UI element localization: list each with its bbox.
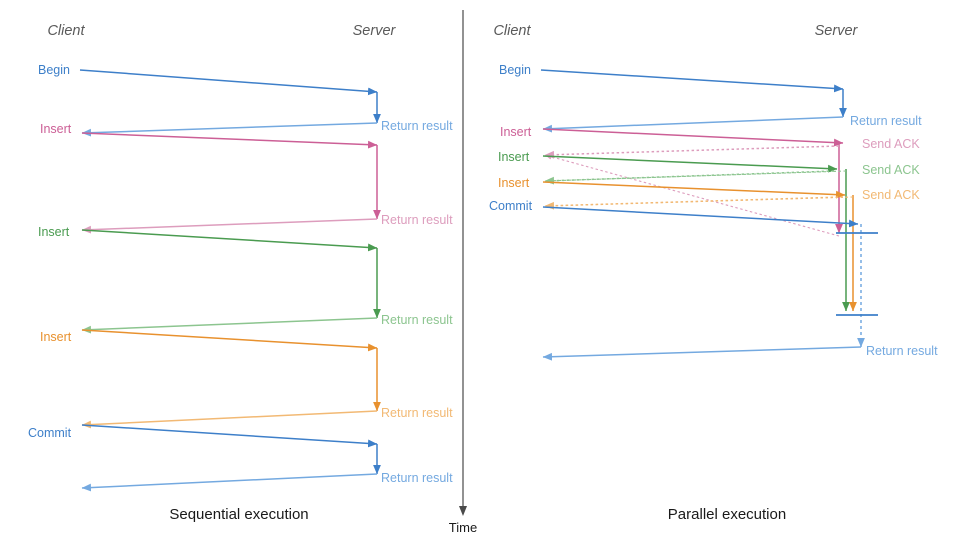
ack-dotted-dot-pink <box>544 153 840 237</box>
message-label-insert1: Insert <box>40 122 72 136</box>
message-arrow-commit <box>542 206 859 228</box>
message-arrow-insert1 <box>542 128 844 147</box>
message-label-insert3-ack: Send ACK <box>862 188 920 202</box>
message-label-insert1: Insert <box>500 125 532 139</box>
message-label-insert2-return: Return result <box>381 313 453 327</box>
message-label-commit-return: Return result <box>381 471 453 485</box>
message-label-begin: Begin <box>499 63 531 77</box>
message-label-insert3: Insert <box>498 176 530 190</box>
message-arrow-insert3-ack <box>544 196 844 210</box>
panel-caption-parallel: Parallel execution <box>668 506 786 523</box>
message-label-insert1-return: Return result <box>381 213 453 227</box>
message-label-commit: Commit <box>489 199 533 213</box>
message-label-begin: Begin <box>38 63 70 77</box>
message-arrow-begin <box>540 69 844 93</box>
message-arrow-insert1 <box>81 132 378 149</box>
message-arrow-begin-return <box>81 122 378 137</box>
message-arrow-insert3-return <box>81 410 378 429</box>
message-arrow-insert3 <box>81 329 378 352</box>
time-axis-label: Time <box>449 520 477 535</box>
message-label-insert2-ack: Send ACK <box>862 163 920 177</box>
actor-label-client: Client <box>47 23 85 39</box>
actor-label-client: Client <box>493 23 531 39</box>
message-arrow-begin-return <box>542 116 844 133</box>
message-arrow-begin <box>79 69 378 96</box>
message-label-insert1-ack: Send ACK <box>862 137 920 151</box>
message-label-insert2: Insert <box>498 150 530 164</box>
message-label-insert2: Insert <box>38 225 70 239</box>
message-arrow-insert1-return <box>81 218 378 234</box>
message-arrow-insert2-ack <box>544 170 835 185</box>
time-axis-group: Time <box>449 10 477 535</box>
message-arrow-commit <box>81 424 378 448</box>
message-arrow-insert3 <box>542 181 846 199</box>
message-arrow-commit-return <box>81 473 378 492</box>
time-axis-arrowhead <box>459 506 467 516</box>
panel-caption-sequential: Sequential execution <box>169 506 308 523</box>
message-arrow-insert2 <box>542 155 838 173</box>
message-label-begin-return: Return result <box>850 114 922 128</box>
message-arrow-insert2-return <box>81 317 378 334</box>
message-arrow-insert1-ack <box>544 145 840 159</box>
message-label-insert3: Insert <box>40 330 72 344</box>
message-label-commit-return: Return result <box>866 344 938 358</box>
message-arrow-commit-return <box>542 346 862 361</box>
message-label-insert3-return: Return result <box>381 406 453 420</box>
actor-label-server: Server <box>353 23 397 39</box>
message-arrow-insert2 <box>81 229 378 252</box>
ack-dotted-dot-green <box>544 170 847 184</box>
message-label-begin-return: Return result <box>381 119 453 133</box>
actor-label-server: Server <box>815 23 859 39</box>
message-label-commit: Commit <box>28 426 72 440</box>
